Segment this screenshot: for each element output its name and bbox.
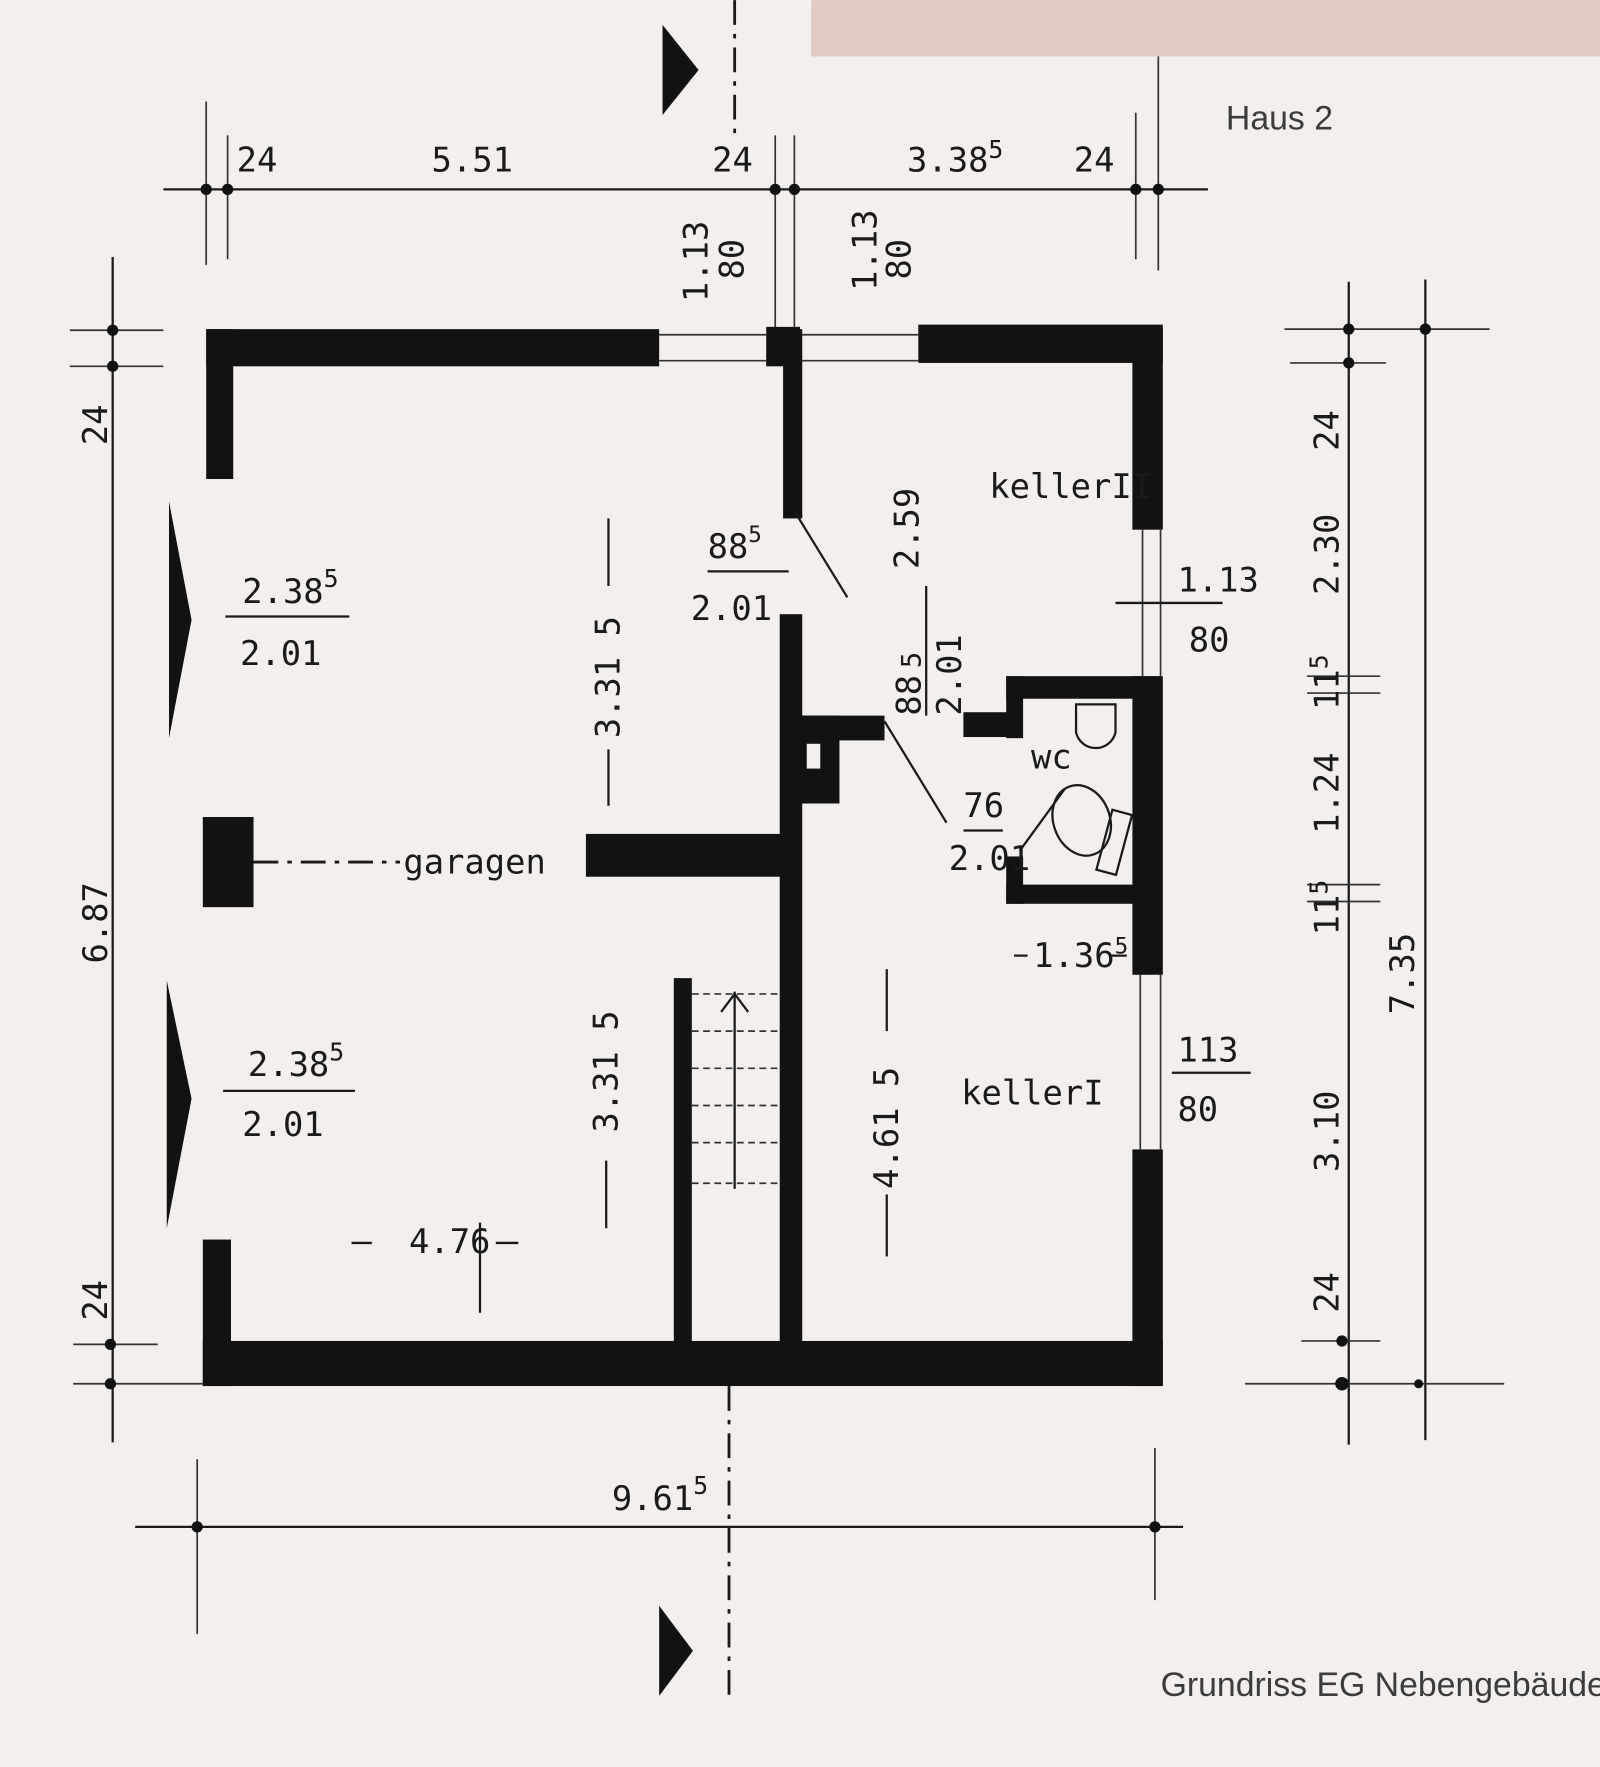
dim-right-7: 24 <box>1308 1272 1347 1313</box>
room-label-garage: garagen <box>403 842 545 881</box>
door-swing <box>1018 788 1066 852</box>
dim-sup: 5 <box>693 1471 708 1500</box>
door-width: 88 <box>890 675 929 716</box>
dim-sup: 5 <box>988 135 1003 164</box>
fixtures <box>223 512 1251 1313</box>
dim-garage-depth-top: 3.31 5 <box>589 616 628 738</box>
room-label-wc: wc <box>1031 738 1072 777</box>
dim-bottom-total: 9.615 <box>612 1471 708 1518</box>
svg-text:885: 885 <box>890 652 929 716</box>
dim-value: 9.61 <box>612 1479 693 1518</box>
top-banner <box>811 0 1600 57</box>
page-title: Haus 2 <box>1226 100 1333 138</box>
door-height: 2.01 <box>691 589 772 628</box>
dim-garage-depth-bottom: 3.31 5 <box>586 1010 625 1132</box>
window-width: 1.13 <box>677 221 716 302</box>
dim-value: 11 <box>1308 669 1347 710</box>
dim-top-3: 24 <box>712 140 753 179</box>
dim-left-bottom: 24 <box>76 1280 115 1321</box>
window-width: 1.13 <box>846 209 885 290</box>
svg-text:885: 885 <box>708 522 762 566</box>
door-width: 88 <box>708 527 749 566</box>
dim-right-total: 7.35 <box>1383 933 1422 1014</box>
walls <box>202 324 1163 1387</box>
door-width: 2.38 <box>248 1045 329 1084</box>
door-height: 2.01 <box>242 1105 323 1144</box>
dim-right-6: 3.10 <box>1308 1091 1347 1172</box>
door-height: 2.01 <box>930 634 969 715</box>
dim-right-2: 2.30 <box>1308 514 1347 595</box>
washbasin-icon <box>1074 703 1117 750</box>
window-top-1: 1.13 80 <box>677 221 752 302</box>
door-width-sup: 5 <box>897 652 928 668</box>
door-length: 2.59 <box>887 488 926 569</box>
dim-sup: 5 <box>1304 654 1333 669</box>
toilet-icon <box>1051 784 1113 857</box>
door-2-label: 2.59 885 2.01 <box>887 488 969 716</box>
dim-left-top: 24 <box>76 404 115 445</box>
window-height: 80 <box>1177 1090 1218 1129</box>
door-height: 2.01 <box>240 634 321 673</box>
drawing-caption: Grundriss EG Nebengebäude <box>1161 1666 1600 1704</box>
dim-right-3: 115 <box>1304 654 1346 710</box>
door-swing <box>883 720 948 824</box>
garage-door-arrow-icon <box>169 501 192 739</box>
svg-text:2.385: 2.385 <box>248 1037 344 1084</box>
dim-top-4: 3.385 <box>907 135 1003 180</box>
door-3-label: 76 2.01 <box>949 786 1030 878</box>
dim-wc-width: 1.365 <box>1033 933 1128 975</box>
window-right-1-label: 1.13 80 <box>1177 561 1258 660</box>
door-width: 76 <box>963 786 1004 825</box>
section-markers <box>166 0 737 1702</box>
door-width-sup: 5 <box>748 522 762 548</box>
window-height: 80 <box>713 239 752 280</box>
window-right-2-label: 113 80 <box>1177 1031 1238 1130</box>
dim-garage-width: 4.76 <box>409 1222 490 1261</box>
garage-door-1-label: 2.385 2.01 <box>240 564 339 673</box>
window-width: 1.13 <box>1177 561 1258 600</box>
svg-text:2.385: 2.385 <box>242 564 338 611</box>
window-top-2: 1.13 80 <box>846 209 919 290</box>
room-label-keller-2: kellerII <box>989 467 1152 506</box>
stair-direction-arrow-icon <box>720 992 750 1013</box>
dim-sup: 5 <box>1115 933 1129 959</box>
garage-door-arrow-icon <box>166 980 192 1229</box>
window-width: 113 <box>1177 1031 1238 1070</box>
door-width: 2.38 <box>242 572 323 611</box>
dim-value: 11 <box>1308 895 1347 936</box>
dim-right-4: 1.24 <box>1308 753 1347 834</box>
dim-top-5: 24 <box>1074 140 1115 179</box>
garage-door-2-label: 2.385 2.01 <box>242 1037 344 1143</box>
dimension-lines <box>69 56 1505 1634</box>
window-height: 80 <box>879 239 918 280</box>
dim-value: 1.36 <box>1033 936 1114 975</box>
door-width-sup: 5 <box>324 564 339 593</box>
dim-right-5: 115 <box>1304 880 1346 936</box>
door-swing <box>794 512 849 598</box>
dim-top-1: 24 <box>237 140 278 179</box>
chimney-flue-icon <box>806 743 821 769</box>
dim-value: 3.38 <box>907 140 988 179</box>
door-height: 2.01 <box>949 839 1030 878</box>
window-height: 80 <box>1189 620 1230 659</box>
section-arrow-bottom-icon <box>659 1605 693 1696</box>
room-label-keller-1: kellerI <box>961 1073 1103 1112</box>
dim-right-1: 24 <box>1308 410 1347 451</box>
dim-top-2: 5.51 <box>432 140 513 179</box>
staircase <box>691 991 780 1189</box>
dim-keller-depth: 4.61 5 <box>867 1067 906 1189</box>
door-1-label: 885 2.01 <box>691 522 772 628</box>
dim-left-total: 6.87 <box>76 882 115 963</box>
dim-sup: 5 <box>1304 880 1333 895</box>
door-width-sup: 5 <box>329 1037 344 1066</box>
section-arrow-top-icon <box>662 24 699 116</box>
